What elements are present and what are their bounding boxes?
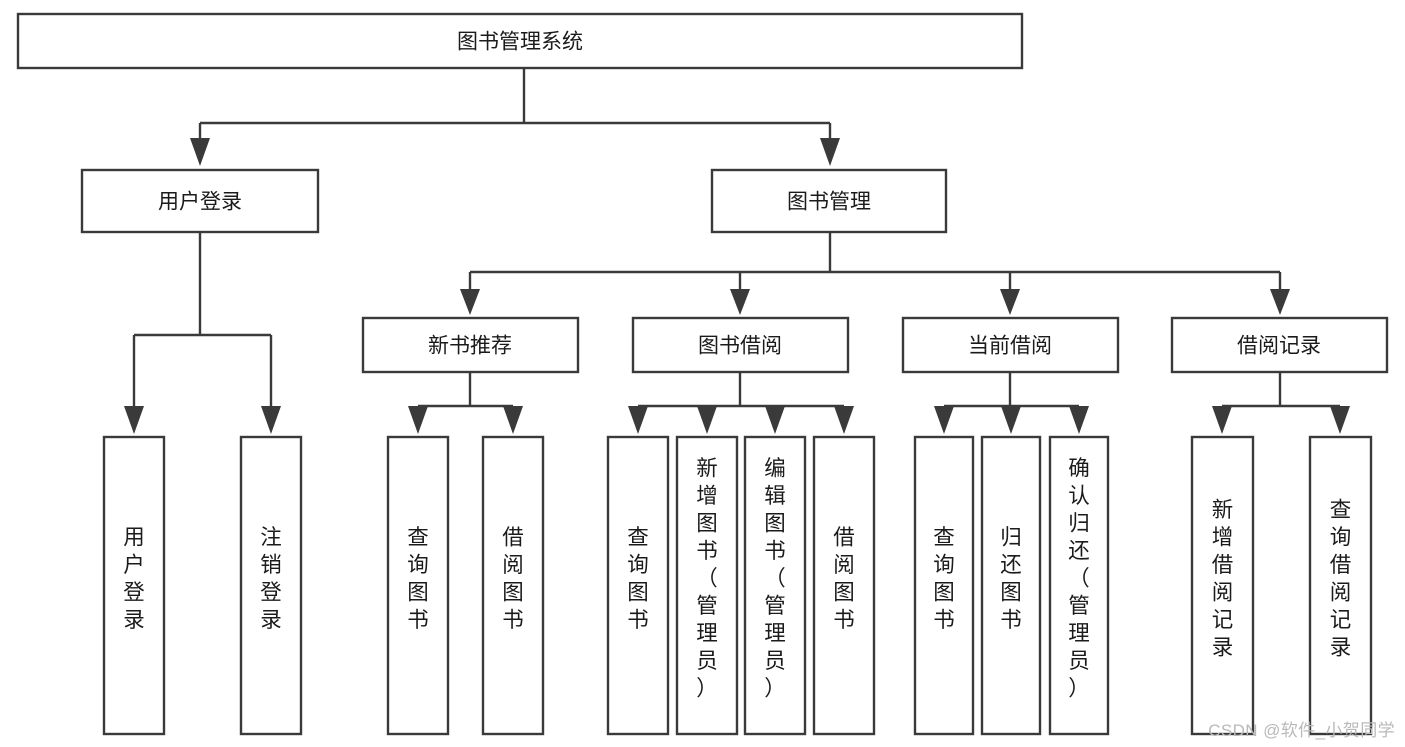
leaf-edit-book-admin-box[interactable] — [743, 435, 807, 736]
node-user-login[interactable]: 用户登录 — [80, 168, 320, 234]
leaf-query-book-borrow-label: 查询图书 — [627, 525, 649, 632]
leaf-confirm-return-admin-label: 确认归还（管理员） — [1068, 457, 1090, 701]
arrow-head-leaf-query-book-rec — [408, 406, 428, 434]
node-root-label: 图书管理系统 — [457, 31, 583, 54]
node-book-borrow-box[interactable] — [631, 316, 850, 374]
connector-group-book-borrow — [628, 372, 854, 434]
leaf-query-book-current-label: 查询图书 — [933, 525, 955, 632]
arrow-head-leaf-add-borrow-record — [1212, 406, 1232, 434]
leaf-edit-book-admin-label: 编辑图书（管理员） — [764, 457, 786, 701]
connector-group-borrow-record — [1212, 372, 1350, 434]
connector-group-book-manage — [460, 232, 1290, 315]
node-user-login-label: 用户登录 — [158, 191, 242, 214]
leaf-query-book-current-box[interactable] — [913, 435, 975, 736]
leaf-query-borrow-record-box[interactable] — [1308, 435, 1373, 736]
leaf-return-book[interactable]: 归还图书 — [980, 435, 1042, 736]
node-root[interactable]: 图书管理系统 — [16, 12, 1024, 70]
arrow-head-book-borrow — [730, 289, 750, 315]
arrow-head-leaf-return-book — [1001, 406, 1021, 434]
arrow-head-leaf-confirm-return-admin — [1069, 406, 1089, 434]
leaf-return-book-label: 归还图书 — [1000, 525, 1022, 632]
node-book-manage-box[interactable] — [710, 168, 948, 234]
leaf-query-book-current[interactable]: 查询图书 — [913, 435, 975, 736]
leaf-logout-login-box[interactable] — [239, 435, 303, 736]
leaf-edit-book-admin[interactable]: 编辑图书（管理员） — [743, 435, 807, 736]
leaf-return-book-box[interactable] — [980, 435, 1042, 736]
leaf-borrow-book-label: 借阅图书 — [833, 525, 855, 632]
leaf-node-layer: 用户登录 注销登录 查询图书 借阅图书 查询图书 新增图书（管理员） 编辑图书（管理员） 借阅… — [102, 435, 1373, 736]
leaf-query-book-borrow-box[interactable] — [606, 435, 670, 736]
leaf-add-borrow-record[interactable]: 新增借阅记录 — [1190, 435, 1255, 736]
connector-group-current-borrow — [934, 372, 1089, 434]
node-new-book-rec-box[interactable] — [361, 316, 580, 374]
node-user-login-box[interactable] — [80, 168, 320, 234]
node-new-book-rec-label: 新书推荐 — [428, 335, 512, 358]
arrow-head-current-borrow — [1000, 289, 1020, 315]
leaf-query-book-rec[interactable]: 查询图书 — [386, 435, 450, 736]
leaf-query-borrow-record-label: 查询借阅记录 — [1330, 498, 1352, 660]
leaf-borrow-book-rec[interactable]: 借阅图书 — [481, 435, 545, 736]
node-book-borrow-label: 图书借阅 — [698, 335, 782, 358]
leaf-borrow-book-rec-label: 借阅图书 — [502, 525, 524, 632]
leaf-add-book-admin-label: 新增图书（管理员） — [696, 457, 718, 701]
node-current-borrow[interactable]: 当前借阅 — [901, 316, 1120, 374]
node-current-borrow-label: 当前借阅 — [968, 335, 1052, 358]
leaf-add-borrow-record-box[interactable] — [1190, 435, 1255, 736]
arrow-head-leaf-query-borrow-record — [1330, 406, 1350, 434]
leaf-confirm-return-admin-box[interactable] — [1048, 435, 1110, 736]
leaf-query-borrow-record[interactable]: 查询借阅记录 — [1308, 435, 1373, 736]
leaf-borrow-book-rec-box[interactable] — [481, 435, 545, 736]
arrow-head-leaf-logout-login — [261, 406, 281, 434]
arrow-head-leaf-borrow-book — [834, 406, 854, 434]
arrow-head-new-book-rec — [460, 289, 480, 315]
arrow-head-leaf-query-book-current — [934, 406, 954, 434]
leaf-add-borrow-record-label: 新增借阅记录 — [1212, 498, 1234, 660]
node-borrow-record[interactable]: 借阅记录 — [1170, 316, 1389, 374]
leaf-query-book-rec-label: 查询图书 — [407, 525, 429, 632]
leaf-logout-login-label: 注销登录 — [260, 525, 282, 632]
arrow-head-borrow-record — [1270, 289, 1290, 315]
leaf-user-login[interactable]: 用户登录 — [102, 435, 166, 736]
leaf-user-login-label: 用户登录 — [123, 525, 145, 632]
node-borrow-record-label: 借阅记录 — [1237, 335, 1321, 358]
connector-group-root — [190, 68, 840, 166]
node-book-manage[interactable]: 图书管理 — [710, 168, 948, 234]
connector-group-new-book-rec — [408, 372, 523, 434]
node-book-borrow[interactable]: 图书借阅 — [631, 316, 850, 374]
arrow-head-leaf-query-book-borrow — [628, 406, 648, 434]
arrow-head-user-login — [190, 138, 210, 166]
leaf-borrow-book[interactable]: 借阅图书 — [812, 435, 876, 736]
arrow-head-leaf-user-login — [124, 406, 144, 434]
node-new-book-rec[interactable]: 新书推荐 — [361, 316, 580, 374]
node-borrow-record-box[interactable] — [1170, 316, 1389, 374]
leaf-add-book-admin[interactable]: 新增图书（管理员） — [675, 435, 739, 736]
node-book-manage-label: 图书管理 — [787, 191, 871, 214]
connector-group-user-login — [124, 232, 281, 434]
node-current-borrow-box[interactable] — [901, 316, 1120, 374]
leaf-add-book-admin-box[interactable] — [675, 435, 739, 736]
leaf-query-book-borrow[interactable]: 查询图书 — [606, 435, 670, 736]
leaf-logout-login[interactable]: 注销登录 — [239, 435, 303, 736]
leaf-borrow-book-box[interactable] — [812, 435, 876, 736]
node-root-box[interactable] — [16, 12, 1024, 70]
arrow-head-leaf-borrow-book-rec — [503, 406, 523, 434]
arrow-head-leaf-add-book-admin — [697, 406, 717, 434]
leaf-query-book-rec-box[interactable] — [386, 435, 450, 736]
leaf-user-login-box[interactable] — [102, 435, 166, 736]
leaf-confirm-return-admin[interactable]: 确认归还（管理员） — [1048, 435, 1110, 736]
arrow-head-book-manage — [820, 138, 840, 166]
arrow-head-leaf-edit-book-admin — [765, 406, 785, 434]
